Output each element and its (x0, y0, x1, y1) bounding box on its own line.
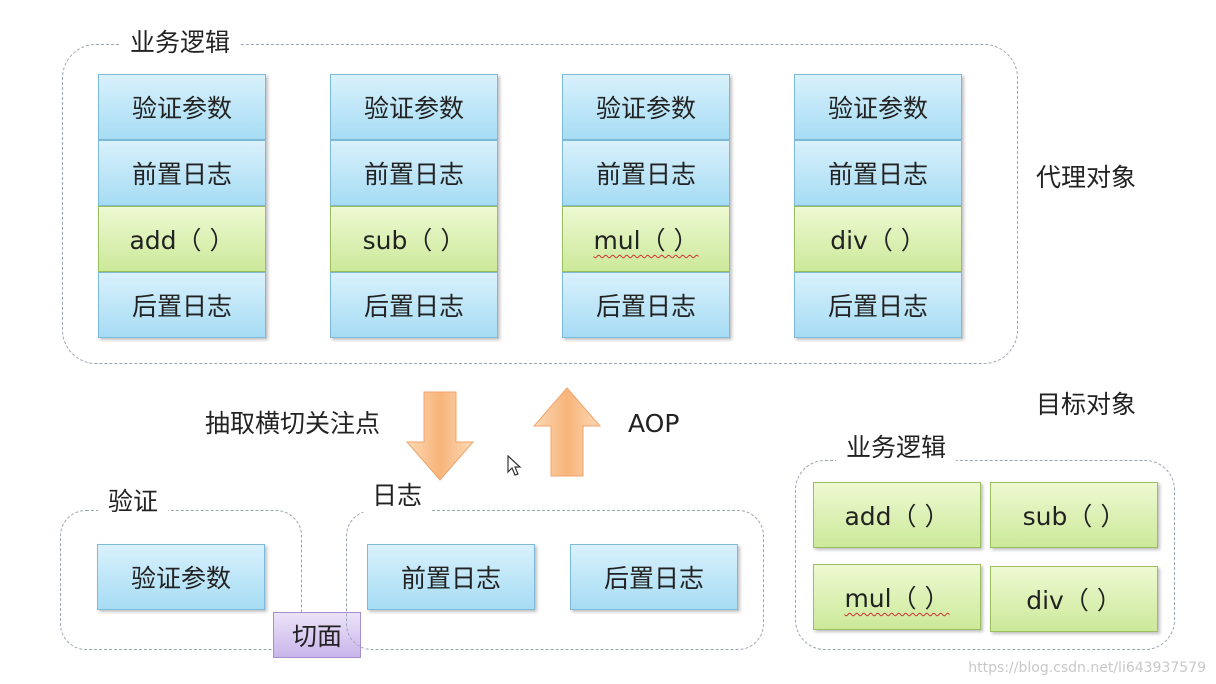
method-box-mul: mul（ ） (562, 206, 730, 272)
target-method-sub: sub（ ） (990, 482, 1158, 548)
pre-log-box: 前置日志 (562, 140, 730, 206)
target-method-mul-label: mul（ ） (844, 584, 950, 613)
up-arrow-icon (532, 387, 602, 477)
watermark-text: https://blog.csdn.net/li643937579 (968, 660, 1206, 676)
target-business-logic-group (795, 460, 1175, 650)
log-group-title: 日志 (362, 480, 433, 512)
post-log-box: 后置日志 (98, 272, 266, 338)
validate-params-box: 验证参数 (562, 74, 730, 140)
down-arrow-icon (405, 391, 475, 481)
pre-log-box: 前置日志 (330, 140, 498, 206)
post-log-box: 后置日志 (562, 272, 730, 338)
proxy-object-label: 代理对象 (1036, 163, 1137, 192)
target-method-add: add（ ） (813, 482, 981, 548)
post-log-box: 后置日志 (794, 272, 962, 338)
validation-group (60, 510, 302, 650)
target-method-div: div（ ） (990, 566, 1158, 632)
log-group (346, 510, 764, 650)
target-method-mul: mul（ ） (813, 564, 981, 630)
pre-log-box: 前置日志 (98, 140, 266, 206)
validate-params-box: 验证参数 (330, 74, 498, 140)
validation-group-title: 验证 (98, 486, 169, 518)
proxy-group-title: 业务逻辑 (120, 27, 241, 59)
method-box-add: add（ ） (98, 206, 266, 272)
log-post-box: 后置日志 (570, 544, 738, 610)
post-log-box: 后置日志 (330, 272, 498, 338)
target-object-label: 目标对象 (1036, 390, 1137, 419)
validate-params-box: 验证参数 (98, 74, 266, 140)
method-box-sub: sub（ ） (330, 206, 498, 272)
target-group-title: 业务逻辑 (836, 432, 957, 464)
validation-params-box: 验证参数 (97, 544, 265, 610)
method-box-div: div（ ） (794, 206, 962, 272)
mouse-pointer-icon (507, 455, 522, 476)
validate-params-box: 验证参数 (794, 74, 962, 140)
method-label-mul: mul（ ） (593, 226, 699, 255)
pre-log-box: 前置日志 (794, 140, 962, 206)
proxy-business-logic-group (62, 44, 1018, 364)
extract-crosscutting-label: 抽取横切关注点 (205, 409, 381, 438)
log-pre-box: 前置日志 (367, 544, 535, 610)
aop-label: AOP (628, 409, 680, 438)
